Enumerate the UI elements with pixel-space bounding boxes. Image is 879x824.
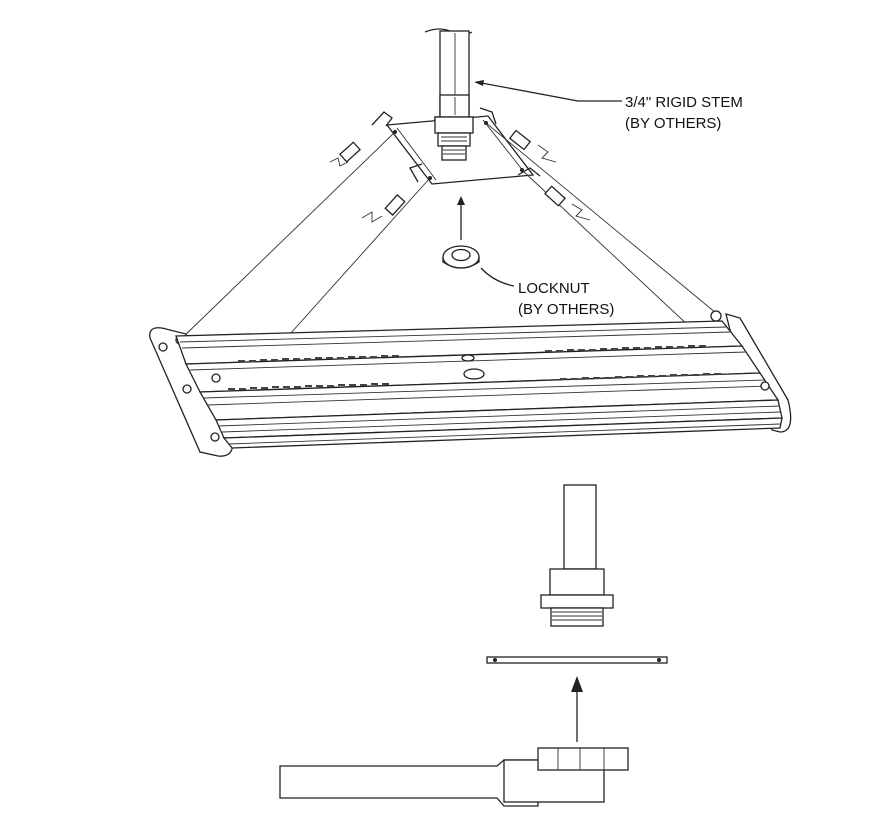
stem-leader	[474, 80, 622, 102]
stem-callout-line1: 3/4" RIGID STEM	[625, 94, 743, 111]
light-fixture	[149, 310, 792, 457]
detail-plate	[486, 656, 668, 664]
vent-slots-upper	[238, 345, 706, 362]
detail-wrench	[279, 747, 629, 807]
stem-over-plate	[434, 94, 474, 161]
locknut-callout-line2: (BY OTHERS)	[518, 301, 614, 318]
stem-callout-line2: (BY OTHERS)	[625, 115, 721, 132]
detail-arrow	[571, 676, 583, 742]
vent-slots-lower	[228, 373, 721, 390]
locknut-callout-line1: LOCKNUT	[518, 280, 590, 297]
locknut-leader	[480, 267, 515, 287]
detail-stem	[540, 484, 614, 627]
locknut-assembly	[442, 196, 480, 269]
